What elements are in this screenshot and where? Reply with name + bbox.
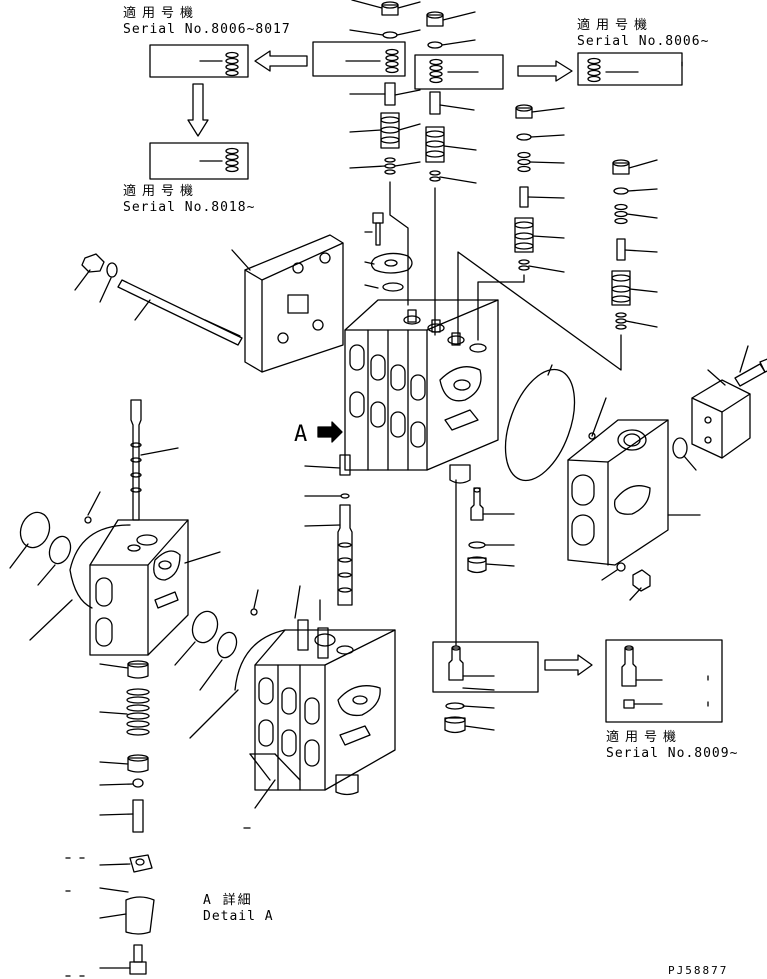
note-serial-8018: Serial No.8018~ <box>123 200 256 215</box>
serial-box-lower-right <box>605 639 723 723</box>
serial-box-center-2 <box>414 54 504 90</box>
end-cover-left <box>244 234 344 373</box>
plug-small-left <box>84 516 92 524</box>
view-arrow-label: A <box>294 422 309 447</box>
note-jp-serial-8018: 適用号機 <box>123 184 200 199</box>
part-stack-column-b <box>425 11 445 182</box>
note-jp-serial-8006: 適用号機 <box>577 18 654 33</box>
leader-lines-right <box>547 61 749 707</box>
serial-box-lower-center <box>432 641 539 693</box>
leader-lines-left-bottom <box>65 663 134 977</box>
nut-right <box>632 569 651 592</box>
o-ring-right-small <box>672 437 688 459</box>
note-serial-8006: Serial No.8006~ <box>577 34 710 49</box>
leader-route-3 <box>477 274 525 341</box>
note-serial-8006-8017: Serial No.8006~8017 <box>123 22 291 37</box>
serial-box-center-top <box>312 41 406 77</box>
leader-route-1 <box>389 181 409 306</box>
nut-and-washer <box>81 253 118 278</box>
part-stack-column-d <box>611 159 631 330</box>
note-jp-serial-8006-8017: 適用号機 <box>123 6 200 21</box>
seal-arc-center <box>234 629 286 691</box>
figure-code: PJ58877 <box>668 964 729 977</box>
detail-label: Detail A <box>203 909 274 924</box>
seat-ring-lower <box>444 702 495 734</box>
seal-arc-left <box>69 524 131 609</box>
note-jp-serial-8009: 適用号機 <box>606 730 683 745</box>
spool-center <box>304 454 353 606</box>
note-serial-8009: Serial No.8009~ <box>606 746 739 761</box>
leader-lines-mid <box>174 641 223 691</box>
serial-box-upper-left <box>149 44 249 78</box>
o-ring-mid-a <box>191 610 219 644</box>
flange-plate <box>370 252 413 274</box>
leader-lines-detail-a <box>189 585 321 829</box>
leader-lines-left-mid <box>9 491 221 641</box>
part-stack-left-bottom <box>125 660 155 975</box>
spool-left <box>130 399 179 521</box>
serial-box-left-lower <box>149 142 249 180</box>
part-stack-column-c <box>514 104 534 271</box>
view-arrow-icon <box>317 421 343 443</box>
main-valve-block <box>344 299 499 484</box>
plug-right <box>588 432 596 440</box>
section-block-left <box>89 519 189 656</box>
arrow-right-icon <box>517 60 573 82</box>
part-stack-column-a <box>380 1 400 175</box>
flange-block-right <box>691 379 751 459</box>
detail-label-jp: A 詳細 <box>203 893 253 908</box>
leader-lines-left-top <box>74 249 251 321</box>
leader-lines-top <box>349 0 658 328</box>
plug-small-center <box>250 608 258 616</box>
tie-rod <box>117 279 243 346</box>
arrow-down-icon <box>187 83 209 137</box>
poppet-valve-center <box>467 487 515 574</box>
bolt-small <box>372 212 384 246</box>
o-ring-mid-b <box>216 631 238 659</box>
o-ring-large-right <box>504 368 576 482</box>
o-ring-left-a <box>19 511 51 549</box>
arrow-right-icon-lower <box>544 654 593 676</box>
section-block-right <box>567 419 669 566</box>
washer-right <box>616 562 626 572</box>
leader-route-4 <box>457 251 622 371</box>
arrow-left-icon <box>254 50 308 72</box>
serial-box-upper-right <box>577 52 683 86</box>
section-block-detail-a <box>254 619 396 796</box>
o-ring-small <box>382 282 404 292</box>
o-ring-left-b <box>48 535 72 565</box>
